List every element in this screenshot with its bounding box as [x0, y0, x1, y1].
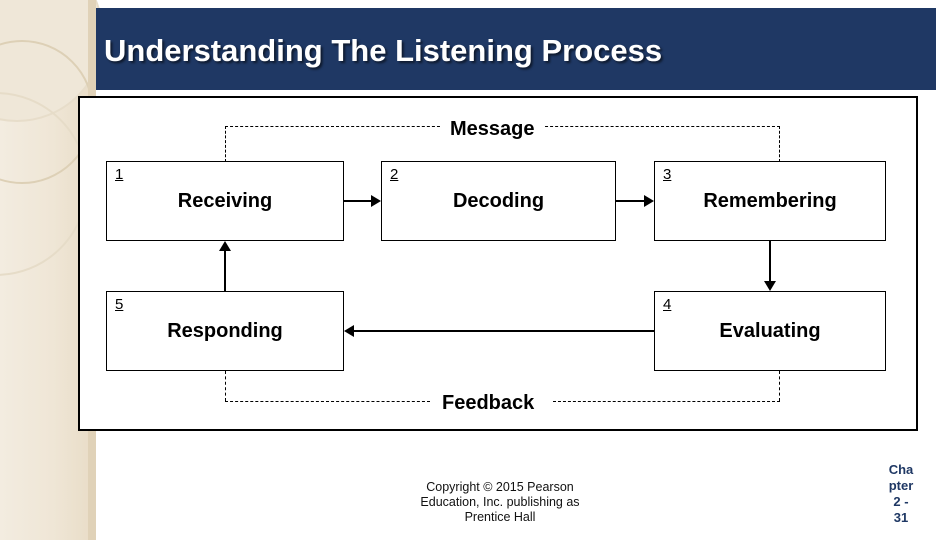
arrow-responding-to-receiving-head: [219, 241, 231, 251]
node-remembering-number: 3: [663, 166, 672, 183]
feedback-dash-left-vertical: [225, 371, 226, 401]
node-receiving[interactable]: 1 Receiving: [106, 161, 344, 241]
node-responding-label: Responding: [167, 320, 283, 342]
node-decoding-number: 2: [390, 166, 399, 183]
copyright-line-1: Copyright © 2015 Pearson: [426, 480, 574, 494]
node-decoding[interactable]: 2 Decoding: [381, 161, 616, 241]
node-evaluating-label: Evaluating: [719, 320, 821, 342]
node-decoding-label: Decoding: [452, 190, 545, 212]
feedback-flow-label: Feedback: [432, 392, 545, 415]
message-dash-right-horizontal: [540, 126, 780, 127]
message-dash-right-vertical: [779, 126, 780, 162]
slide-title: Understanding The Listening Process: [104, 33, 663, 68]
arrow-evaluating-to-responding-line: [354, 330, 654, 332]
chapter-line-4: 31: [893, 510, 909, 525]
arrow-evaluating-to-responding-head: [344, 325, 354, 337]
title-bar-right-extension: [918, 8, 936, 90]
feedback-dash-right-vertical: [779, 371, 780, 401]
message-flow-label: Message: [440, 118, 545, 141]
chapter-line-2: pter: [888, 478, 914, 493]
arrow-receiving-to-decoding-head: [371, 195, 381, 207]
arrow-decoding-to-remembering-line: [616, 200, 644, 202]
message-dash-left-horizontal: [225, 126, 445, 127]
chapter-line-3: 2 -: [893, 494, 909, 509]
copyright-line-2: Education, Inc. publishing as: [420, 495, 580, 509]
node-responding[interactable]: 5 Responding: [106, 291, 344, 371]
node-remembering-label: Remembering: [703, 190, 837, 212]
feedback-dash-right-horizontal: [553, 401, 780, 402]
node-evaluating-number: 4: [663, 296, 672, 313]
arrow-decoding-to-remembering-head: [644, 195, 654, 207]
copyright-line-3: Prentice Hall: [464, 510, 536, 524]
arrow-remembering-to-evaluating-head: [764, 281, 776, 291]
title-bar: [96, 8, 918, 90]
chapter-line-1: Cha: [888, 462, 914, 477]
feedback-dash-left-horizontal: [225, 401, 430, 402]
diagram-frame: [78, 96, 918, 431]
arrow-remembering-to-evaluating-line: [769, 241, 771, 281]
chapter-slide-number: Cha pter 2 - 31: [880, 462, 922, 526]
node-receiving-number: 1: [115, 166, 124, 183]
message-dash-left-vertical: [225, 126, 226, 162]
node-remembering[interactable]: 3 Remembering: [654, 161, 886, 241]
arrow-receiving-to-decoding-line: [344, 200, 371, 202]
arrow-responding-to-receiving-line: [224, 251, 226, 291]
copyright-notice: Copyright © 2015 Pearson Education, Inc.…: [330, 480, 670, 525]
node-receiving-label: Receiving: [177, 190, 273, 212]
node-evaluating[interactable]: 4 Evaluating: [654, 291, 886, 371]
node-responding-number: 5: [115, 296, 124, 313]
